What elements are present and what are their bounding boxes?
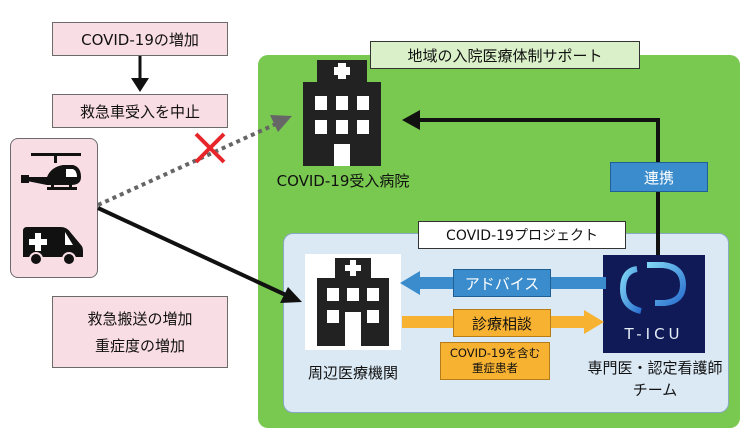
- ticu-mark-icon: [619, 262, 687, 317]
- ambulance-icon: [23, 227, 83, 266]
- specialists-line2: チーム: [632, 381, 678, 399]
- local-facilities-caption: 周辺医療機関: [307, 364, 398, 382]
- local-facility-building-icon: [317, 258, 389, 346]
- specialists-caption: 専門医・認定看護師 チーム: [580, 357, 730, 401]
- specialists-line1: 専門医・認定看護師: [587, 359, 723, 377]
- transport-increase-text: 救急搬送の増加: [87, 310, 193, 328]
- transport-severity-box: 救急搬送の増加 重症度の増加: [52, 296, 228, 368]
- local-facility-tile: [305, 254, 401, 350]
- advice-tag: アドバイス: [453, 269, 551, 297]
- covid-hospital-caption: COVID-19受入病院: [276, 172, 410, 190]
- stop-acceptance-box: 救急車受入を中止: [52, 94, 228, 128]
- helicopter-icon: [21, 153, 81, 190]
- blocked-cross-icon: [194, 132, 226, 164]
- consultation-tag: 診療相談: [453, 309, 551, 337]
- severity-increase-text: 重症度の増加: [94, 337, 185, 355]
- ticu-logo: T-ICU: [603, 255, 705, 353]
- cooperation-tag: 連携: [610, 162, 708, 192]
- ticu-logo-text: T-ICU: [624, 325, 684, 343]
- covid-project-label: COVID-19プロジェクト: [418, 221, 626, 249]
- covid-hospital-building-icon: [295, 60, 390, 166]
- severe-patients-line1: COVID-19を含む: [449, 346, 541, 360]
- emergency-vehicles-box: [10, 138, 98, 278]
- severe-patients-tag: COVID-19を含む 重症患者: [440, 342, 550, 380]
- severe-patients-line2: 重症患者: [472, 361, 518, 375]
- regional-support-label: 地域の入院医療体制サポート: [370, 41, 640, 69]
- covid-increase-box: COVID-19の増加: [52, 22, 228, 56]
